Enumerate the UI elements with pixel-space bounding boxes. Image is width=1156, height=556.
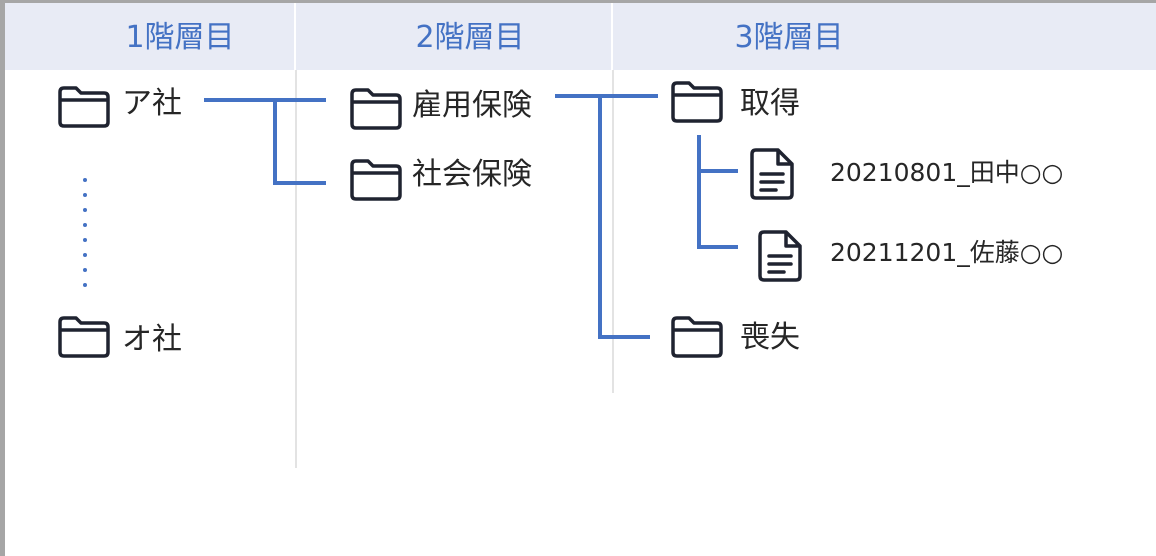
node-loss: 喪失: [740, 320, 800, 355]
column-header-level1: 1階層目: [125, 20, 235, 55]
node-acquisition: 取得: [740, 86, 800, 121]
header-band: [5, 3, 1156, 70]
file-sato: 20211201_佐藤○○: [830, 238, 1064, 267]
column-header-level3: 3階層目: [734, 20, 844, 55]
document-icon: [758, 230, 802, 282]
column-divider-1: [295, 70, 297, 468]
node-company-o: オ社: [122, 322, 182, 357]
connector-files-branch: [697, 135, 738, 249]
column-divider-2: [612, 70, 614, 393]
ellipsis-dots: [83, 178, 87, 287]
folder-icon: [58, 86, 110, 128]
folder-icon: [671, 81, 723, 123]
file-tanaka: 20210801_田中○○: [830, 158, 1064, 187]
folder-icon: [350, 88, 402, 130]
node-social-insurance: 社会保険: [412, 157, 532, 192]
node-company-a: ア社: [122, 86, 182, 121]
node-employment-insurance: 雇用保険: [412, 88, 532, 123]
header-divider-2: [611, 3, 613, 70]
document-icon: [750, 148, 794, 200]
folder-icon: [58, 316, 110, 358]
connector-branch-loss: [598, 94, 650, 339]
header-divider-1: [294, 3, 296, 70]
folder-icon: [350, 159, 402, 201]
column-header-level2: 2階層目: [415, 20, 525, 55]
folder-icon: [671, 316, 723, 358]
connector-branch-social: [273, 98, 326, 185]
